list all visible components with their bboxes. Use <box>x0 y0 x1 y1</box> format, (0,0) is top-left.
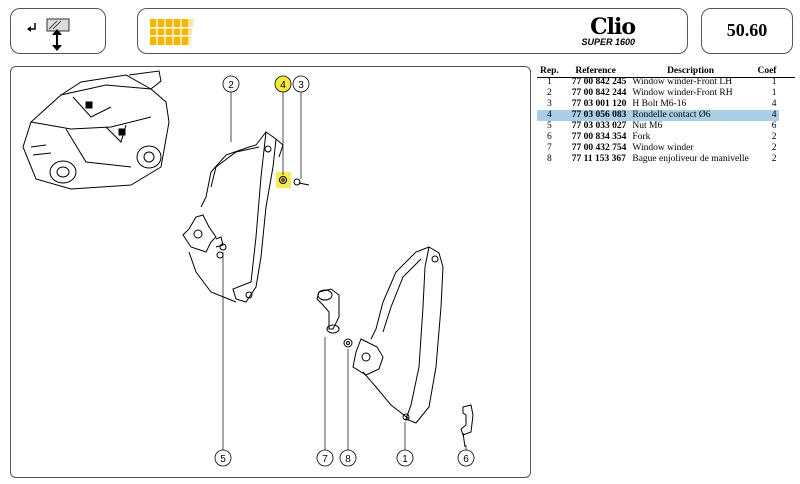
brand-name: Clio <box>590 14 636 40</box>
svg-text:4: 4 <box>280 80 286 91</box>
cell-reference: 77 00 842 244 <box>571 88 627 98</box>
column-header-reference: Reference <box>575 66 616 76</box>
parts-table-header: Rep. Reference Description Coef <box>537 66 779 77</box>
cell-description: Bague enjoliveur de manivelle <box>632 154 749 164</box>
car-thumbnail <box>22 70 170 190</box>
callout-4: 4 <box>274 75 292 93</box>
cell-description: Fork <box>632 132 651 142</box>
cell-reference: 77 00 834 354 <box>571 132 627 142</box>
cell-reference: 77 00 842 245 <box>571 77 627 87</box>
navigation-box[interactable] <box>10 8 106 54</box>
bolt <box>293 178 310 186</box>
svg-text:1: 1 <box>402 454 408 465</box>
cell-rep: 4 <box>537 110 562 121</box>
cell-reference: 77 03 056 083 <box>561 110 630 121</box>
table-row[interactable]: 1 77 00 842 245 Window winder-Front LH 1 <box>537 77 779 88</box>
cell-rep: 1 <box>547 77 552 87</box>
nut <box>216 251 224 259</box>
cell-description: Window winder <box>632 143 694 153</box>
cell-description: H Bolt M6-16 <box>632 99 687 109</box>
cell-rep: 8 <box>547 154 552 164</box>
cell-rep: 6 <box>547 132 552 142</box>
table-row-highlighted[interactable]: 4 77 03 056 083 Rondelle contact Ø6 4 <box>537 110 780 121</box>
cell-description: Window winder-Front LH <box>632 77 733 87</box>
cell-reference: 77 11 153 367 <box>571 154 626 164</box>
cell-reference: 77 00 432 754 <box>571 143 627 153</box>
cell-rep: 2 <box>547 88 552 98</box>
page-number-box: 50.60 <box>701 8 793 54</box>
exploded-diagram: 2 4 3 5 7 8 1 6 <box>10 66 531 478</box>
table-row[interactable]: 7 77 00 432 754 Window winder 2 <box>537 143 779 154</box>
callout-7: 7 <box>316 449 334 467</box>
table-row[interactable]: 2 77 00 842 244 Window winder-Front RH 1 <box>537 88 779 99</box>
callout-5: 5 <box>214 449 232 467</box>
brand-logo: Clio SUPER 1600 <box>581 14 636 47</box>
cell-description: Nut M6 <box>632 121 663 131</box>
table-row[interactable]: 5 77 03 033 027 Nut M6 6 <box>537 121 779 132</box>
callout-2: 2 <box>222 75 240 93</box>
table-row[interactable]: 3 77 03 001 120 H Bolt M6-16 4 <box>537 99 779 110</box>
table-header-divider <box>537 77 795 78</box>
parts-table: Rep. Reference Description Coef 1 77 00 … <box>537 66 780 165</box>
cell-coef: 2 <box>771 154 777 164</box>
cell-description: Window winder-Front RH <box>632 88 733 98</box>
svg-text:7: 7 <box>322 454 328 465</box>
cell-description: Rondelle contact Ø6 <box>629 110 752 121</box>
svg-text:8: 8 <box>345 454 351 465</box>
cell-rep: 3 <box>547 99 552 109</box>
cell-coef: 4 <box>771 99 777 109</box>
crank-handle <box>316 288 340 334</box>
callout-1: 1 <box>396 449 414 467</box>
table-row[interactable]: 8 77 11 153 367 Bague enjoliveur de mani… <box>537 154 779 165</box>
diagram-canvas: 2 4 3 5 7 8 1 6 <box>22 70 475 467</box>
fork-part <box>460 404 474 448</box>
callout-8: 8 <box>339 449 357 467</box>
cell-reference: 77 03 033 027 <box>571 121 627 131</box>
svg-text:2: 2 <box>228 80 234 91</box>
title-banner: Clio SUPER 1600 <box>137 8 688 54</box>
exchange-arrows-icon[interactable] <box>27 15 83 51</box>
table-row[interactable]: 6 77 00 834 354 Fork 2 <box>537 132 779 143</box>
page-number: 50.60 <box>726 20 768 40</box>
callout-3: 3 <box>292 75 310 93</box>
cell-rep: 7 <box>547 143 552 153</box>
svg-text:6: 6 <box>463 454 469 465</box>
svg-text:3: 3 <box>298 80 304 91</box>
brand-subtitle: SUPER 1600 <box>581 37 635 47</box>
washer <box>343 338 353 348</box>
cell-coef: 6 <box>771 121 777 131</box>
column-header-coef: Coef <box>757 66 777 76</box>
cell-coef: 1 <box>771 77 777 87</box>
svg-text:5: 5 <box>220 454 226 465</box>
cell-reference: 77 03 001 120 <box>571 99 627 109</box>
window-winder-rh <box>182 131 284 303</box>
cell-coef: 1 <box>771 88 777 98</box>
column-header-description: Description <box>667 66 715 76</box>
cell-coef: 2 <box>771 143 777 153</box>
cell-coef: 2 <box>771 132 777 142</box>
stripes-logo <box>150 19 194 45</box>
window-winder-lh <box>352 246 444 424</box>
callout-6: 6 <box>457 449 475 467</box>
cell-rep: 5 <box>547 121 552 131</box>
column-header-rep: Rep. <box>540 66 559 76</box>
cell-coef: 4 <box>751 110 780 121</box>
